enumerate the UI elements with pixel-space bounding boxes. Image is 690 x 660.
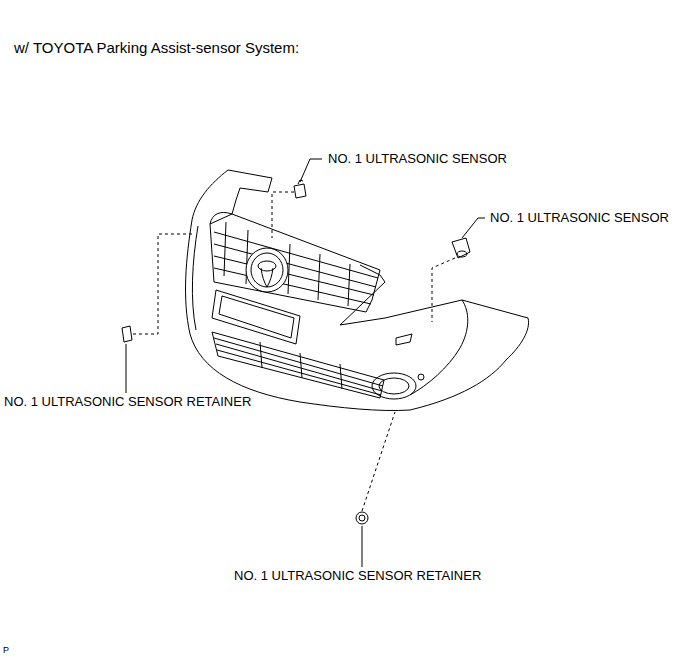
- part-label: NO. 1 ULTRASONIC SENSOR: [490, 211, 669, 224]
- part-label: NO. 1 ULTRASONIC SENSOR RETAINER: [234, 569, 481, 582]
- part-label: NO. 1 ULTRASONIC SENSOR RETAINER: [4, 395, 251, 408]
- figure-code: P: [3, 646, 9, 655]
- diagram-title: w/ TOYOTA Parking Assist-sensor System:: [14, 40, 299, 55]
- part-label: NO. 1 ULTRASONIC SENSOR: [328, 152, 507, 165]
